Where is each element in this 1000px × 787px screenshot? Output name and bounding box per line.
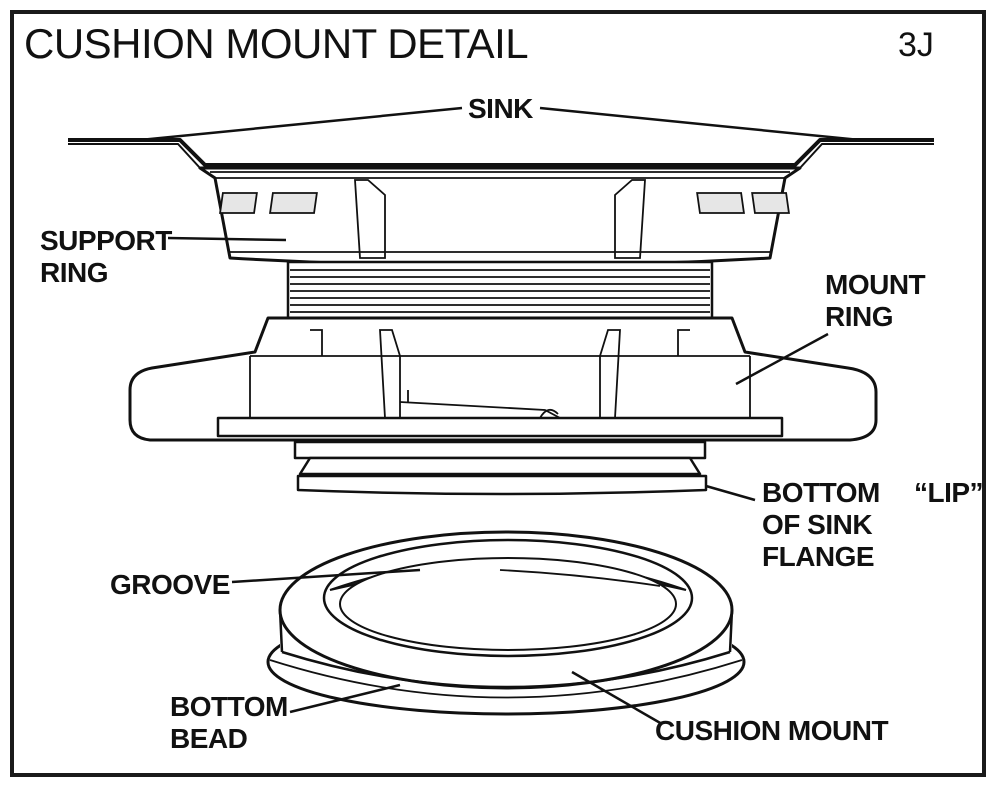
support-ring-drawing: [198, 166, 802, 268]
bottom-bead-label-line2: BEAD: [170, 723, 248, 754]
mount-ring-label-line1: MOUNT: [825, 269, 926, 300]
mount-ring-label-line2: RING: [825, 301, 893, 332]
sink-flange-label-line1: BOTTOM: [762, 477, 880, 508]
sink-flange-drawing: [293, 440, 708, 496]
bottom-bead-label-line1: BOTTOM: [170, 691, 288, 722]
cushion-mount-drawing: [266, 530, 746, 716]
sink-flange-label-line2: OF SINK: [762, 509, 872, 540]
page-title: CUSHION MOUNT DETAIL: [24, 20, 528, 67]
support-ring-label-line1: SUPPORT: [40, 225, 172, 256]
lip-label: “LIP”: [914, 477, 983, 508]
groove-label: GROOVE: [110, 569, 230, 600]
threads-drawing: [286, 260, 714, 322]
sink-flange-label-line3: FLANGE: [762, 541, 874, 572]
figure-number: 3J: [898, 26, 934, 64]
leader-lines: [139, 106, 861, 726]
mount-ring-drawing: [128, 316, 878, 442]
support-ring-label-line2: RING: [40, 257, 108, 288]
cushion-mount-label: CUSHION MOUNT: [655, 715, 888, 746]
sink-drawing: [68, 138, 934, 169]
sink-label: SINK: [468, 93, 533, 124]
